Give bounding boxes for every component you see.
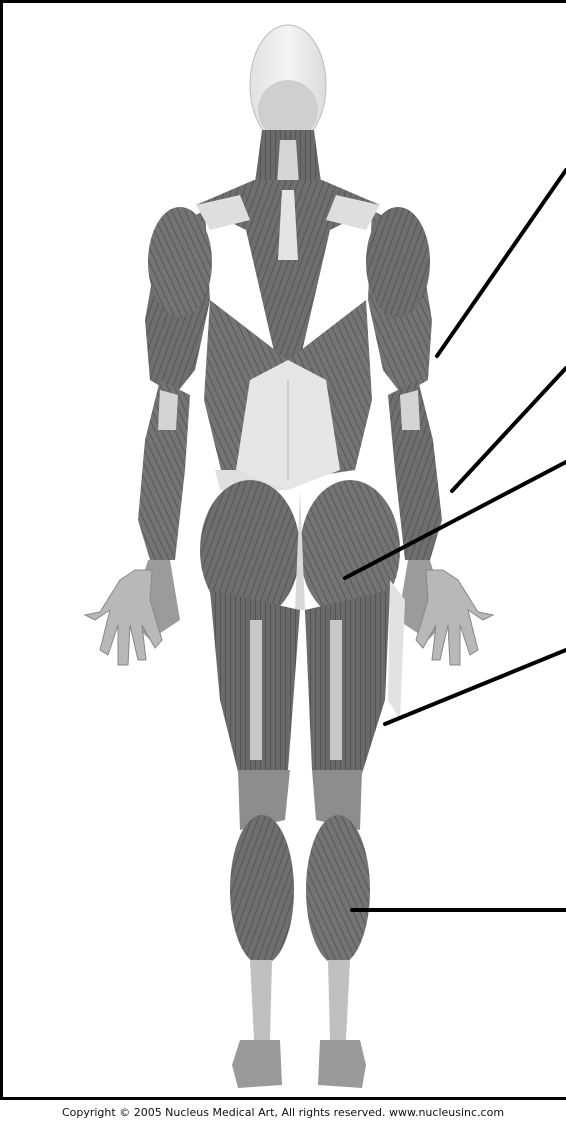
anatomy-illustration [0,0,566,1100]
leader-line-arm [437,170,566,356]
left-deltoid [148,207,212,317]
head [250,25,326,145]
right-foot [318,1040,366,1088]
calves [230,815,370,1040]
thighs [210,580,405,780]
left-foot [232,1040,282,1088]
leader-line-thigh [385,650,566,724]
right-deltoid [366,207,430,317]
copyright-notice: Copyright © 2005 Nucleus Medical Art, Al… [0,1106,566,1119]
